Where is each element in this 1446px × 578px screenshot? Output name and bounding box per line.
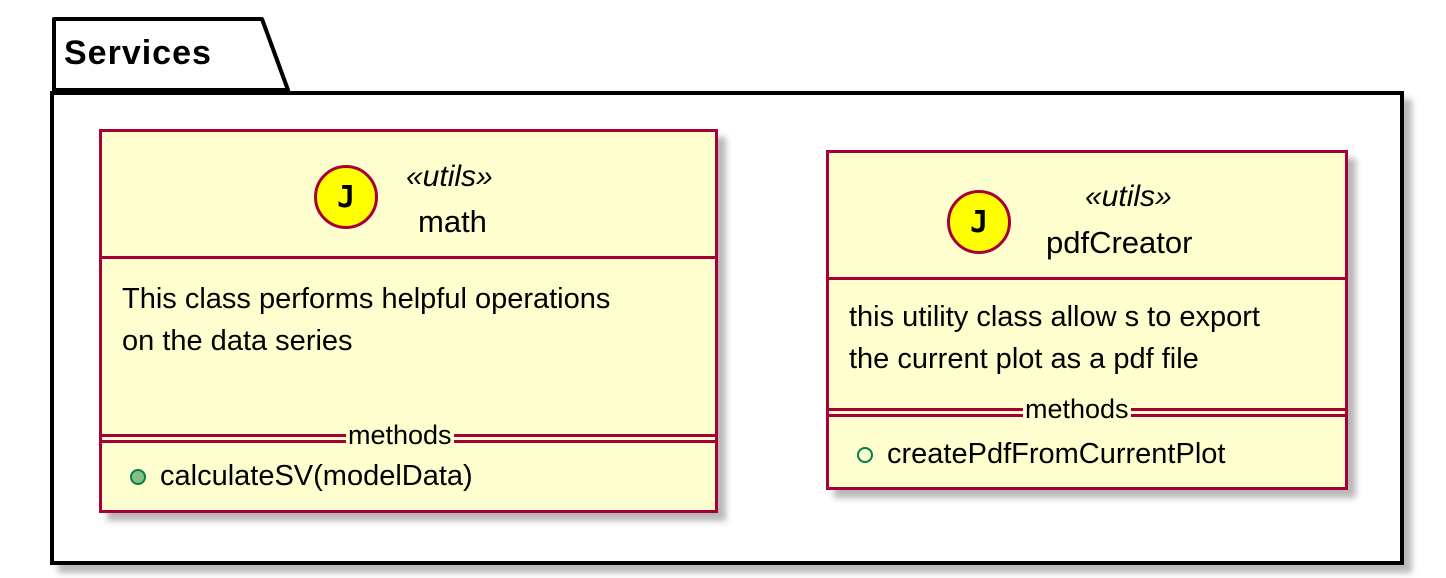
class-header: J «utils» pdfCreator bbox=[829, 153, 1345, 280]
class-stereotype: «utils» bbox=[1085, 180, 1172, 213]
class-name: pdfCreator bbox=[1046, 225, 1193, 260]
method-signature: createPdfFromCurrentPlot bbox=[887, 438, 1226, 470]
package-title: Services bbox=[64, 34, 212, 72]
class-math[interactable]: J «utils» math This class performs helpf… bbox=[99, 129, 718, 513]
class-stereotype: «utils» bbox=[406, 160, 493, 193]
method-item[interactable]: createPdfFromCurrentPlot bbox=[857, 438, 1225, 471]
class-description: this utility class allow s to export the… bbox=[849, 296, 1260, 380]
java-class-spot-icon: J bbox=[314, 165, 378, 229]
method-signature: calculateSV(modelData) bbox=[160, 460, 473, 492]
hollow-circle-icon bbox=[857, 446, 873, 463]
methods-separator-label: methods bbox=[1023, 394, 1131, 425]
description-line: this utility class allow s to export bbox=[849, 301, 1260, 333]
class-pdfcreator[interactable]: J «utils» pdfCreator this utility class … bbox=[826, 150, 1348, 490]
description-line: This class performs helpful operations bbox=[122, 283, 611, 315]
class-description: This class performs helpful operations o… bbox=[122, 278, 610, 362]
class-name: math bbox=[418, 204, 487, 239]
description-line: the current plot as a pdf file bbox=[849, 343, 1199, 375]
filled-circle-icon bbox=[130, 468, 146, 485]
description-line: on the data series bbox=[122, 325, 353, 357]
class-header: J «utils» math bbox=[102, 132, 715, 259]
java-class-spot-icon: J bbox=[947, 190, 1011, 254]
methods-separator-label: methods bbox=[346, 420, 454, 451]
package-tab bbox=[52, 17, 290, 92]
method-item[interactable]: calculateSV(modelData) bbox=[130, 460, 473, 493]
